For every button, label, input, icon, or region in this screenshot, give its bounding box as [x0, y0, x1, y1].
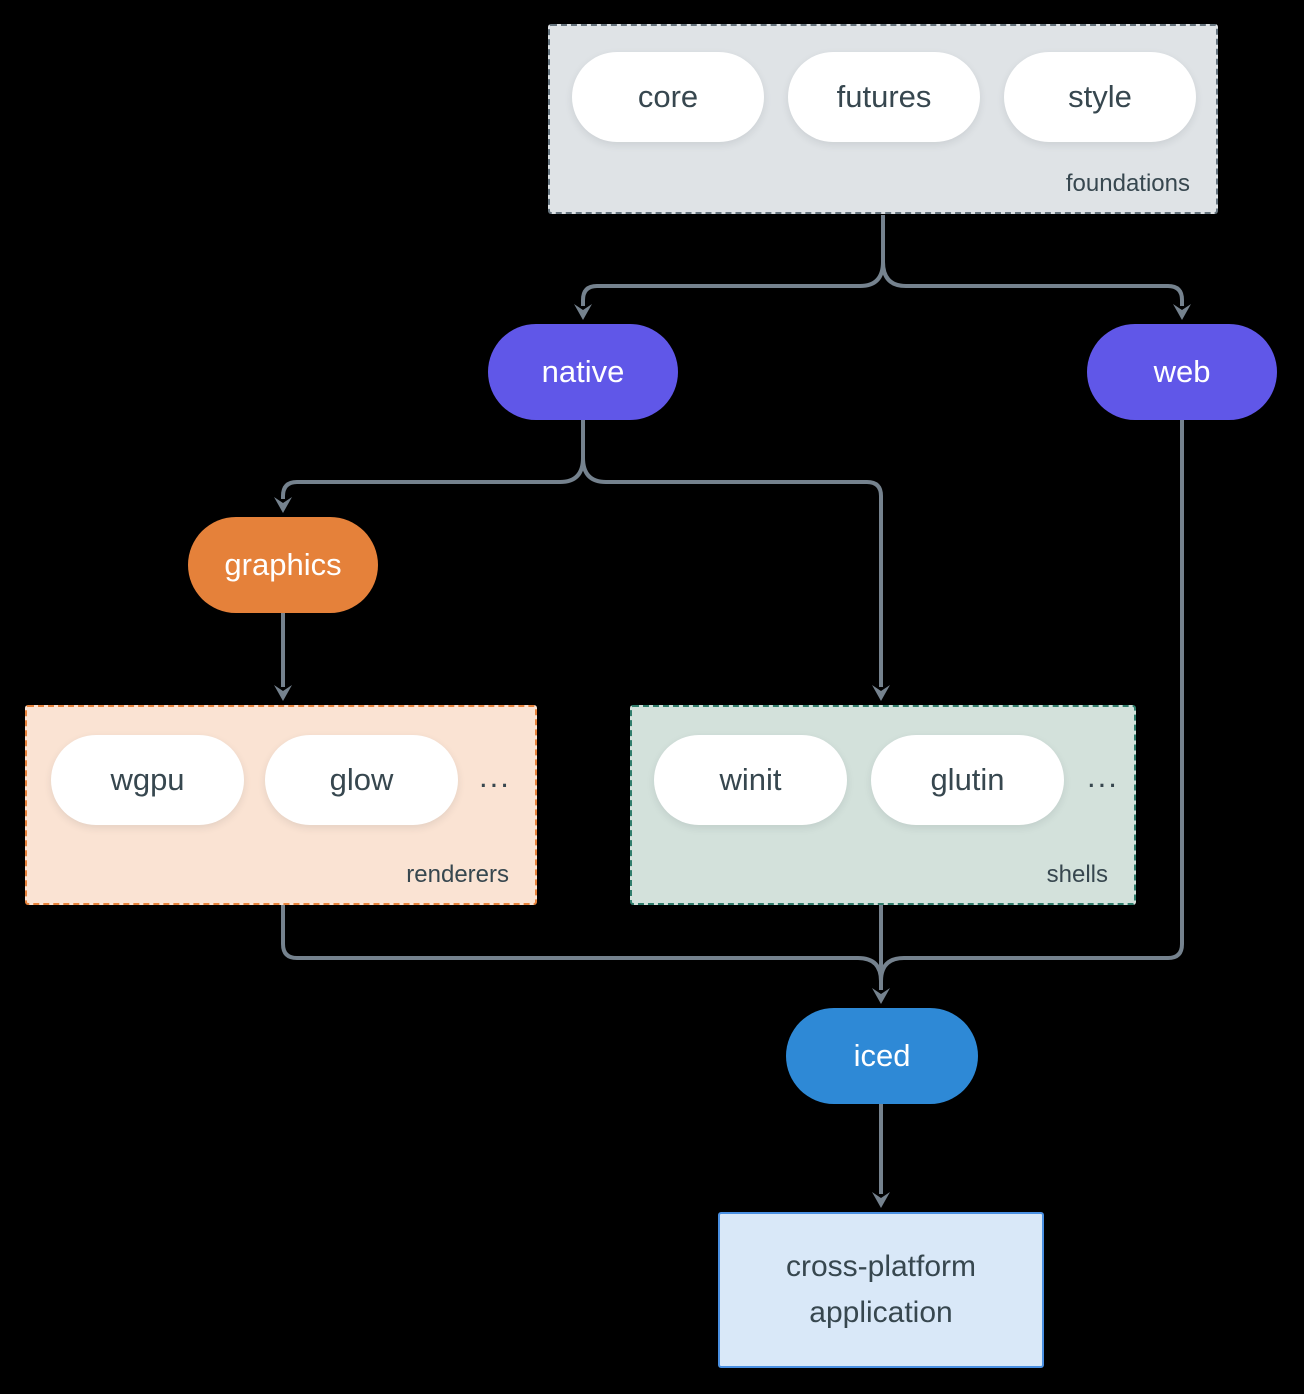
pill-wgpu: wgpu — [51, 735, 244, 825]
arrowhead-native — [574, 304, 592, 320]
label-renderers: renderers — [406, 861, 509, 888]
node-application: cross-platform application — [718, 1212, 1044, 1368]
pill-wgpu-label: wgpu — [110, 762, 185, 797]
pill-glutin-label: glutin — [930, 762, 1005, 797]
arrowhead-application — [872, 1192, 890, 1208]
pill-futures-label: futures — [836, 79, 932, 114]
edge-native-graphics — [281, 420, 585, 499]
application-label-line1: cross-platform — [785, 1250, 977, 1283]
node-native: native — [488, 324, 678, 420]
shells-ellipsis: ... — [1087, 759, 1119, 794]
pill-winit: winit — [654, 735, 847, 825]
pill-style-label: style — [1068, 79, 1132, 114]
arrowhead-graphics — [274, 497, 292, 513]
arrowhead-iced — [872, 988, 890, 1004]
pill-core-label: core — [637, 79, 699, 114]
application-label-line2: application — [809, 1296, 953, 1329]
node-native-label: native — [541, 354, 625, 389]
pill-core: core — [572, 52, 764, 142]
pill-glutin: glutin — [871, 735, 1064, 825]
group-foundations: core futures style foundations — [548, 24, 1218, 214]
edge-foundations-web — [881, 215, 1184, 306]
arrowhead-shells — [872, 685, 890, 701]
pill-style: style — [1004, 52, 1196, 142]
edge-renderers-iced — [281, 905, 883, 982]
pill-winit-label: winit — [719, 762, 782, 797]
node-web: web — [1087, 324, 1277, 420]
node-iced: iced — [786, 1008, 978, 1104]
group-shells: winit glutin ... shells — [630, 705, 1136, 905]
node-iced-label: iced — [853, 1038, 911, 1073]
pill-glow-label: glow — [329, 762, 394, 797]
arrowhead-web — [1173, 304, 1191, 320]
group-renderers: wgpu glow ... renderers — [25, 705, 537, 905]
node-web-label: web — [1153, 354, 1211, 389]
pill-glow: glow — [265, 735, 458, 825]
node-graphics-label: graphics — [224, 547, 342, 582]
node-graphics: graphics — [188, 517, 378, 613]
edge-native-shells — [581, 420, 883, 687]
arrowhead-renderers — [274, 685, 292, 701]
edge-foundations-native — [581, 215, 885, 306]
pill-futures: futures — [788, 52, 980, 142]
renderers-ellipsis: ... — [479, 759, 511, 794]
edge-web-iced — [879, 420, 1184, 982]
label-foundations: foundations — [1065, 170, 1190, 197]
label-shells: shells — [1046, 861, 1108, 888]
